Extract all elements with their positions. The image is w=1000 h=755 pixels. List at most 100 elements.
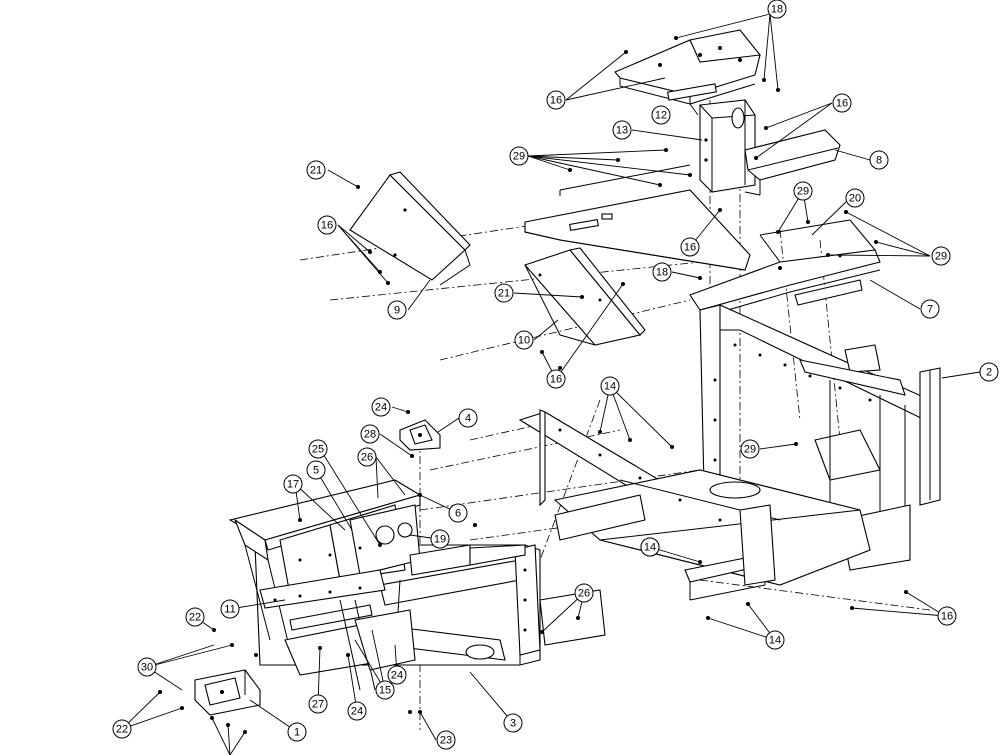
callout-label: 5 [313,465,319,477]
callout-9: 9 [387,300,407,320]
callout-label: 7 [927,304,933,316]
callout-label: 21 [498,288,510,300]
callout-6: 6 [448,503,468,523]
callout-circle [931,246,951,266]
callout-24: 24 [347,701,367,721]
callout-3: 3 [503,713,523,733]
callout-circle [371,397,391,417]
callout-1: 1 [287,722,307,742]
callout-circle [869,150,889,170]
callout-16: 16 [680,237,700,257]
callout-label: 16 [550,95,562,107]
part-10-inner-panel [524,247,646,346]
callout-label: 27 [312,699,324,711]
callout-circle [387,300,407,320]
callout-label: 15 [379,685,391,697]
callout-label: 24 [375,402,387,414]
callout-25: 25 [308,439,328,459]
callout-16: 16 [937,606,957,626]
callout-circle [651,105,671,125]
part-9-side-panel [349,171,471,286]
callout-11: 11 [220,599,240,619]
callout-13: 13 [612,120,632,140]
callout-circle [600,376,620,396]
callout-circle [308,694,328,714]
callout-circle [740,439,760,459]
callout-label: 16 [836,98,848,110]
callout-label: 8 [876,155,882,167]
callout-label: 18 [656,267,668,279]
callout-19: 19 [430,529,450,549]
callout-label: 14 [769,635,781,647]
callout-label: 19 [434,534,446,546]
part-main-floor-frame [518,409,871,601]
callout-label: 12 [655,110,667,122]
callout-circle [509,146,529,166]
callout-16: 16 [317,215,337,235]
callout-circle [767,0,787,19]
callout-label: 16 [321,220,333,232]
callout-label: 1 [294,727,300,739]
part-4-mount [399,419,441,451]
callout-label: 11 [224,604,235,616]
callout-4: 4 [458,408,478,428]
callout-29: 29 [509,146,529,166]
callout-29: 29 [931,246,951,266]
callout-circle [979,362,999,382]
callout-circle [458,408,478,428]
callout-circle [640,537,660,557]
callout-circle [360,424,380,444]
part-13-upright-post [699,99,756,193]
callout-16: 16 [832,93,852,113]
callout-26: 26 [574,583,594,603]
callout-label: 16 [941,611,953,623]
callout-22: 22 [185,607,205,627]
callout-14: 14 [600,376,620,396]
callout-29: 29 [793,181,813,201]
callout-circle [375,680,395,700]
callout-circle [652,262,672,282]
callout-circle [503,713,523,733]
callout-circle [832,93,852,113]
callout-circle [680,237,700,257]
callout-circle [112,719,132,739]
callout-2: 2 [979,362,999,382]
callout-30: 30 [137,657,157,677]
callout-circle [220,599,240,619]
callout-18: 18 [767,0,787,19]
callout-circle [514,330,534,350]
callout-circle [347,701,367,721]
callout-label: 14 [644,542,656,554]
callout-label: 23 [440,735,452,747]
leader-lines [121,13,981,755]
callout-15: 15 [375,680,395,700]
callout-24: 24 [387,665,407,685]
callout-label: 16 [684,242,696,254]
callout-circle [937,606,957,626]
callout-label: 22 [189,612,201,624]
callout-circle [137,657,157,677]
callout-label: 2 [986,367,992,379]
callout-16: 16 [546,90,566,110]
callout-label: 21 [310,165,322,177]
callout-10: 10 [514,330,534,350]
callout-label: 22 [116,724,128,736]
callout-circle [308,439,328,459]
callout-26: 26 [357,447,377,467]
callout-label: 26 [578,588,590,600]
callout-17: 17 [283,474,303,494]
callout-label: 13 [616,125,628,137]
callout-circle [920,299,940,319]
callout-8: 8 [869,150,889,170]
callout-28: 28 [360,424,380,444]
callout-label: 24 [391,670,403,682]
callout-22: 22 [112,719,132,739]
callout-21: 21 [306,160,326,180]
callout-circle [845,188,865,208]
callout-label: 9 [394,305,400,317]
callout-circle [283,474,303,494]
callout-label: 30 [141,662,153,674]
callout-circle [793,181,813,201]
callout-circle [357,447,377,467]
callout-7: 7 [920,299,940,319]
